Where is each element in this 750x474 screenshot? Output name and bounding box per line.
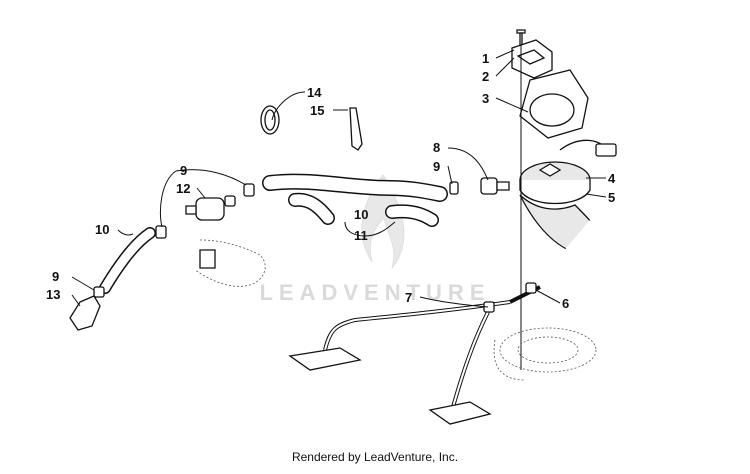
- watermark-flame-icon: [361, 174, 405, 269]
- callout-label: 13: [46, 287, 60, 302]
- callout-label: 14: [307, 85, 322, 100]
- callout-label: 9: [180, 163, 187, 178]
- hose-segments: [288, 192, 439, 227]
- callout-label: 7: [405, 290, 412, 305]
- callout-label: 2: [482, 69, 489, 84]
- callout-label: 4: [608, 171, 616, 186]
- watermark: LEADVENTURE: [259, 174, 490, 305]
- pump-connector: [449, 177, 510, 195]
- leader-lines: [71, 49, 607, 308]
- fuel-hose-upper: [262, 173, 448, 202]
- footer-credit: Rendered by LeadVenture, Inc.: [291, 450, 459, 464]
- callout-label: 9: [52, 269, 59, 284]
- callout-label: 12: [176, 181, 190, 196]
- watermark-text: LEADVENTURE: [259, 280, 490, 305]
- callout-label: 8: [433, 140, 440, 155]
- callout-label: 9: [433, 159, 440, 174]
- vent-lines: [288, 282, 541, 425]
- callout-label: 3: [482, 91, 489, 106]
- callout-labels: 1 2 3 14 15 8 9 9 12 4 5 10 10 11 9 13 7…: [46, 51, 616, 311]
- callout-label: 10: [95, 222, 109, 237]
- callout-label: 11: [354, 228, 368, 243]
- callout-label: 15: [310, 103, 324, 118]
- callout-label: 10: [354, 207, 368, 222]
- callout-label: 5: [608, 190, 615, 205]
- fuel-pump-assembly: [493, 29, 687, 381]
- callout-label: 1: [482, 51, 489, 66]
- callout-label: 6: [562, 296, 569, 311]
- fuel-filter-group: [69, 183, 266, 331]
